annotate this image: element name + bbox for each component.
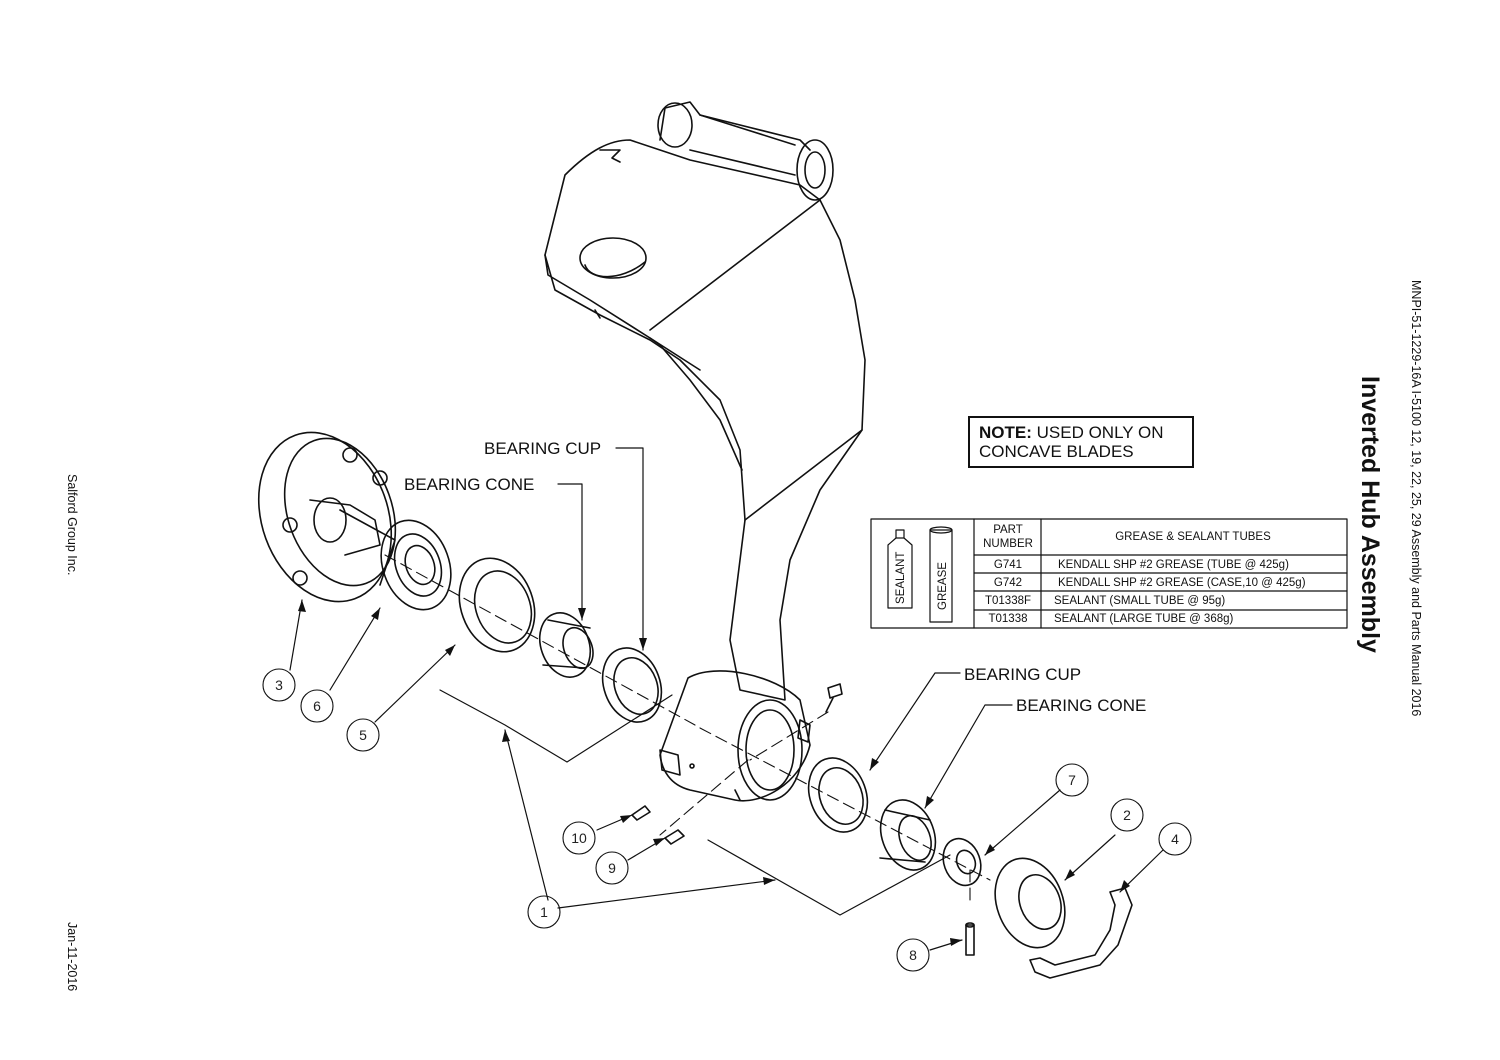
part-2-dust-cap — [994, 857, 1066, 949]
document-date: Jan-11-2016 — [65, 922, 79, 992]
note-line1: USED ONLY ON — [1036, 423, 1164, 442]
table-header-part-2: NUMBER — [983, 538, 1033, 550]
part-9-zerk — [664, 829, 685, 845]
part-6-spindle — [339, 509, 452, 611]
row-1-desc: KENDALL SHP #2 GREASE (TUBE @ 425g) — [1058, 559, 1289, 571]
part-8-cotter-pin — [965, 922, 975, 956]
part-3-hub-flange — [257, 431, 397, 603]
assembly-axis — [384, 554, 991, 906]
bearing-cone-right — [879, 799, 937, 871]
page-title: Inverted Hub Assembly — [1356, 376, 1384, 653]
leader-lines — [289, 447, 1164, 951]
balloon-6 — [300, 689, 334, 723]
balloon-5 — [346, 718, 380, 752]
balloon-6-label: 6 — [313, 698, 321, 714]
company-name: Salford Group Inc. — [65, 474, 79, 576]
row-2-part: G742 — [994, 577, 1022, 589]
balloon-3 — [262, 668, 296, 702]
label-bearing-cone-left: BEARING CONE — [404, 475, 534, 494]
row-4-part: T01338 — [988, 613, 1027, 625]
balloon-10 — [562, 821, 596, 855]
balloon-1-label: 1 — [540, 904, 548, 920]
balloon-circles — [262, 668, 1192, 972]
row-3-desc: SEALANT (SMALL TUBE @ 95g) — [1054, 595, 1225, 607]
part-7-castle-nut — [942, 837, 982, 887]
arrowheads — [298, 600, 1130, 946]
part-4-bracket — [1029, 887, 1133, 979]
note-bold: NOTE: — [979, 423, 1032, 442]
sealant-tube-label: SEALANT — [895, 552, 907, 604]
balloon-7 — [1055, 763, 1089, 797]
grease-cartridge-label: GREASE — [937, 562, 949, 610]
label-bearing-cup-left: BEARING CUP — [484, 439, 601, 458]
balloon-3-label: 3 — [275, 677, 283, 693]
row-2-desc: KENDALL SHP #2 GREASE (CASE,10 @ 425g) — [1058, 577, 1306, 589]
grease-table-grid — [870, 518, 1348, 629]
bearing-cone-left — [538, 612, 594, 678]
balloon-1 — [527, 895, 561, 929]
part-10-fitting — [631, 805, 651, 821]
part-5-seal — [458, 557, 536, 653]
balloon-5-label: 5 — [359, 727, 367, 743]
bearing-cup-right — [807, 757, 869, 833]
balloon-7-label: 7 — [1068, 772, 1076, 788]
concave-blades-note: NOTE: USED ONLY ON CONCAVE BLADES — [968, 416, 1194, 468]
balloon-10-label: 10 — [571, 830, 587, 846]
row-4-desc: SEALANT (LARGE TUBE @ 368g) — [1054, 613, 1234, 625]
balloon-4 — [1158, 822, 1192, 856]
hub-arm — [544, 101, 866, 802]
bolt — [825, 683, 843, 713]
note-line2: CONCAVE BLADES — [979, 442, 1134, 461]
row-1-part: G741 — [994, 559, 1022, 571]
grease-cartridge-icon — [929, 529, 953, 623]
balloon-9 — [595, 851, 629, 885]
table-header-part-1: PART — [993, 524, 1023, 536]
balloon-2 — [1110, 798, 1144, 832]
row-3-part: T01338F — [985, 595, 1031, 607]
manual-reference: MNPI-51-1229-16A I-5100 12, 19, 22, 25, … — [1409, 280, 1423, 717]
balloon-8-label: 8 — [909, 947, 917, 963]
label-bearing-cup-right: BEARING CUP — [964, 665, 1081, 684]
balloon-2-label: 2 — [1123, 807, 1131, 823]
balloon-8 — [896, 938, 930, 972]
balloon-9-label: 9 — [608, 860, 616, 876]
label-bearing-cone-right: BEARING CONE — [1016, 696, 1146, 715]
bearing-cup-left — [601, 647, 663, 723]
balloon-4-label: 4 — [1171, 831, 1179, 847]
table-header-desc: GREASE & SEALANT TUBES — [1115, 531, 1271, 543]
